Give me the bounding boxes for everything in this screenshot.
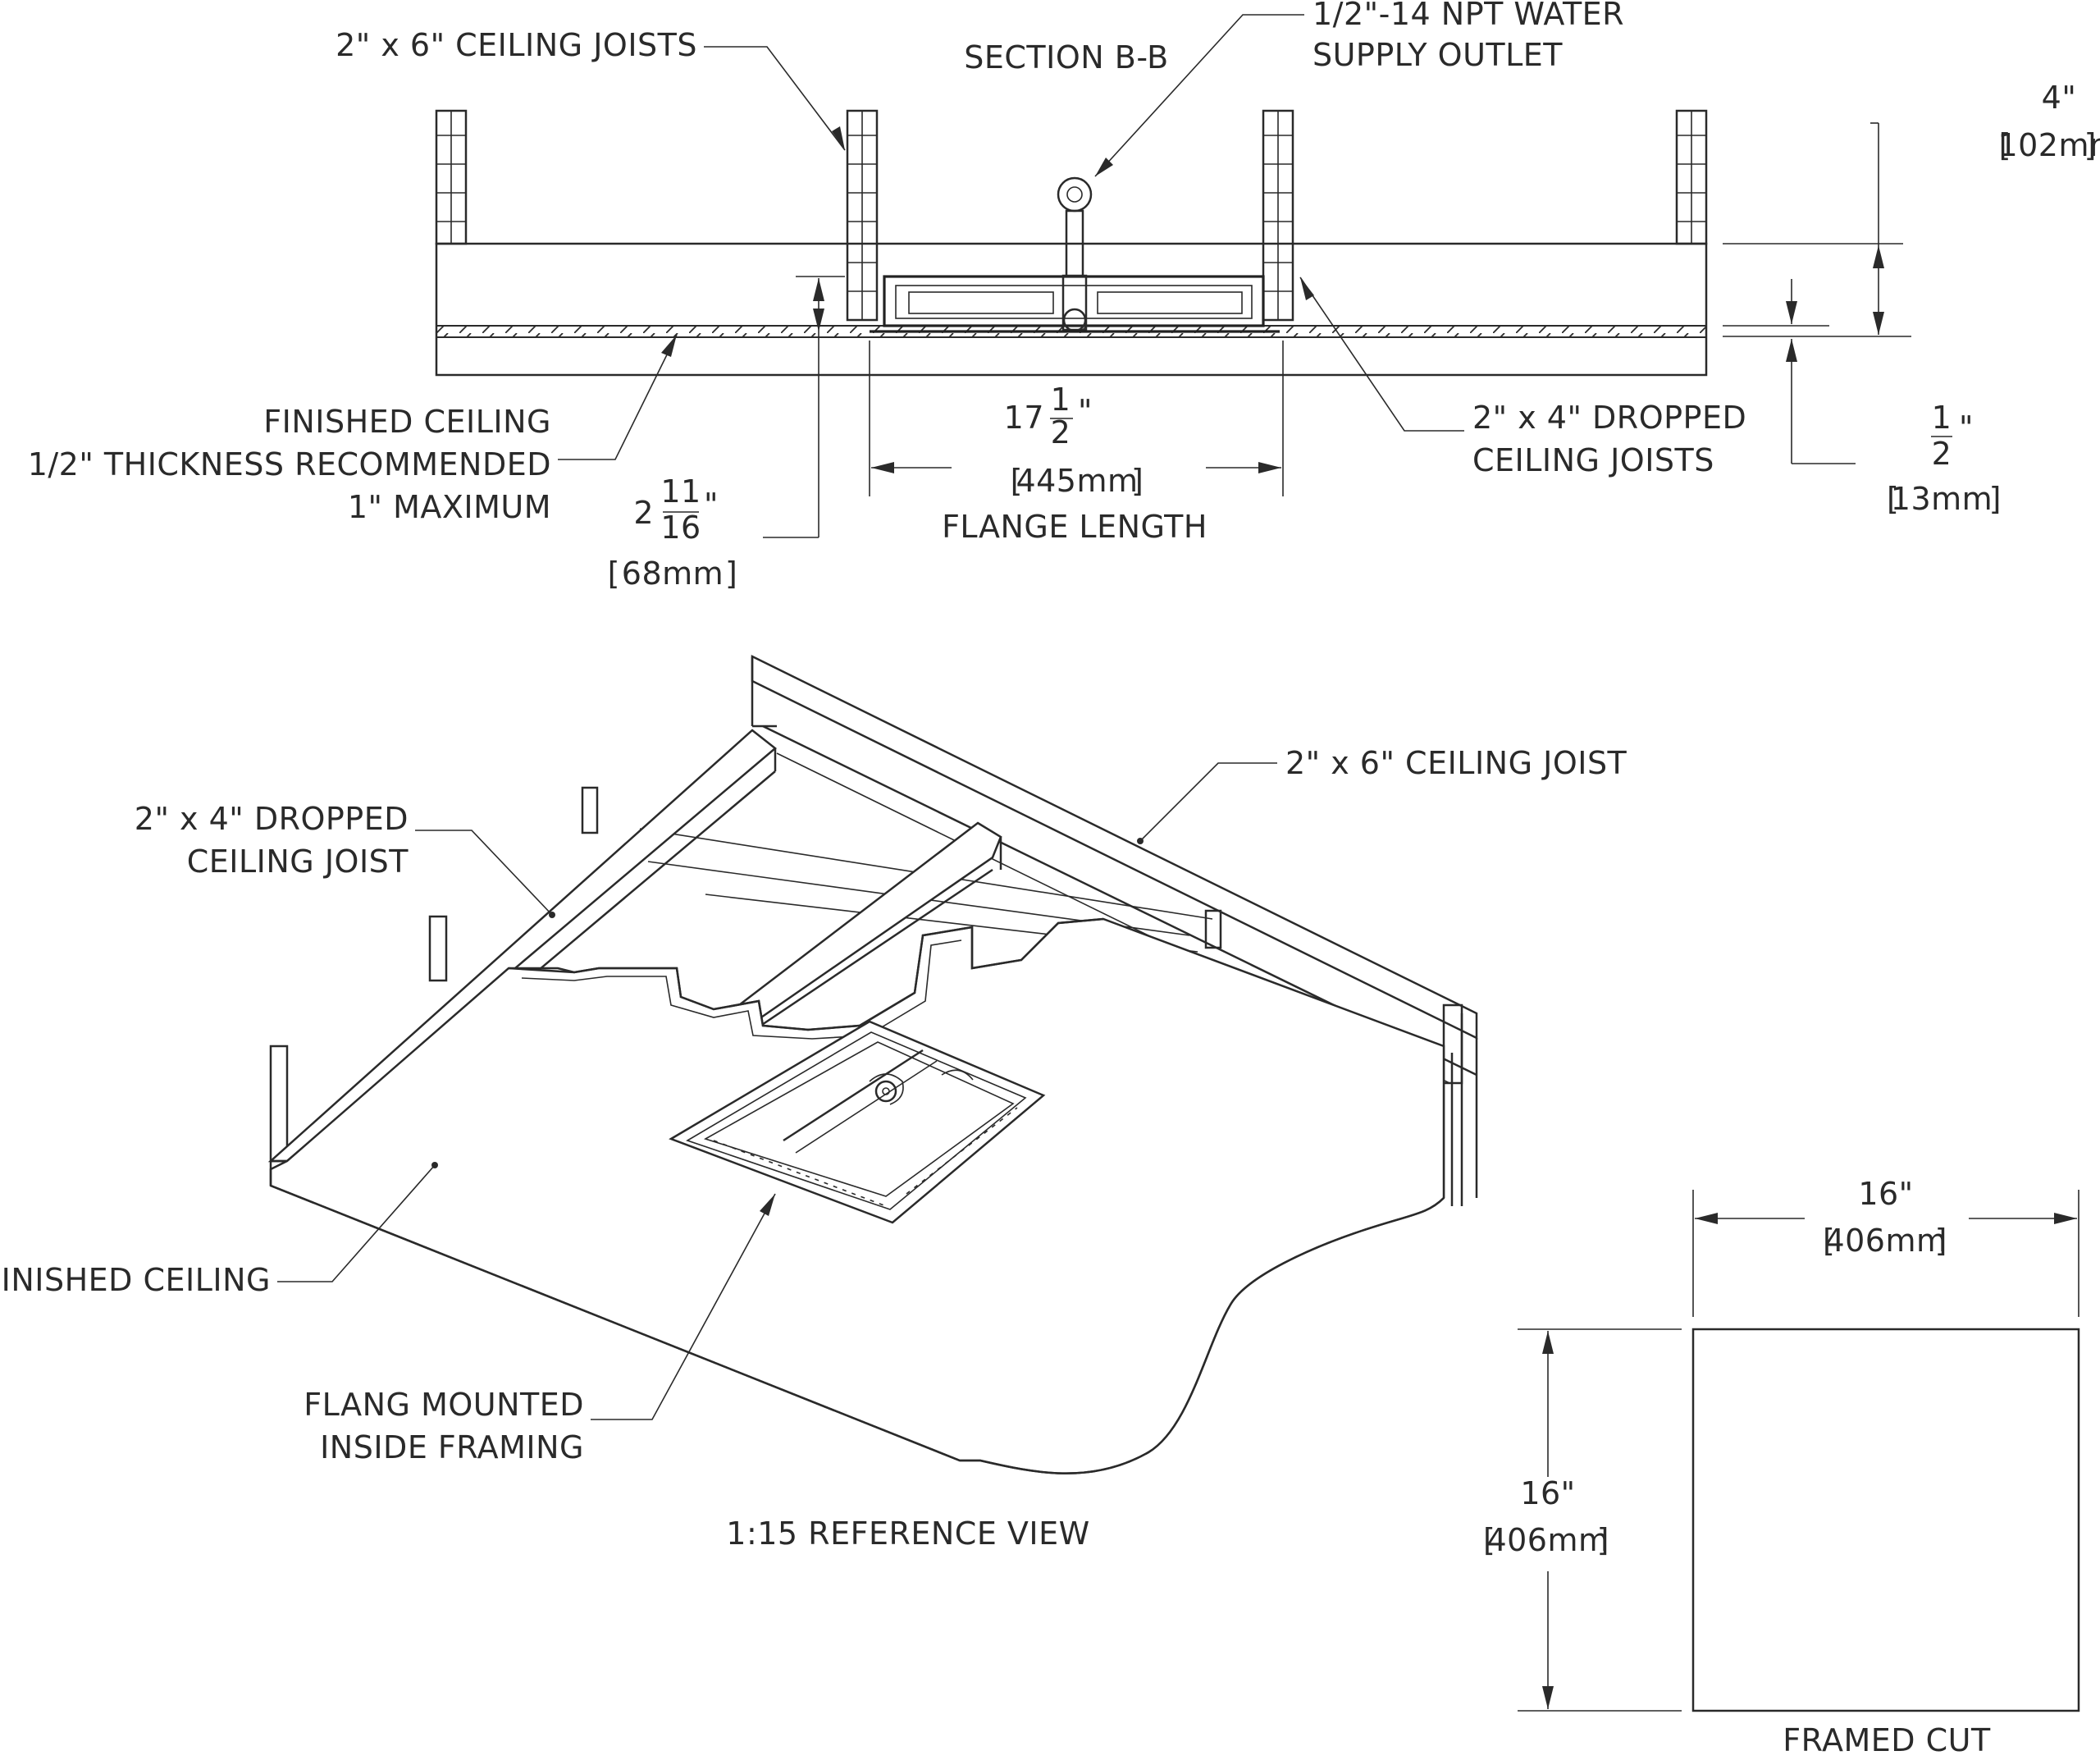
top-dim-in: 4" (2042, 80, 2077, 116)
callout-ceiling-joists: 2" x 6" CEILING JOISTS (336, 27, 697, 63)
flange-dim-unit: " (1078, 393, 1093, 429)
callout-finished-line2: 1/2" THICKNESS RECOMMENDED (28, 446, 551, 482)
callout-dropped-line1: 2" x 4" DROPPED (1472, 400, 1746, 436)
half-dim-den: 2 (1932, 436, 1952, 472)
flange-dim-den: 2 (1051, 414, 1071, 450)
svg-text:]: ] (1131, 463, 1144, 499)
section-outline (435, 242, 1708, 377)
svg-text:[: [ (1483, 1522, 1495, 1558)
svg-text:]: ] (1935, 1223, 1947, 1259)
framed-cut-title: FRAMED CUT (1783, 1722, 1991, 1756)
ceiling-joist-left (435, 109, 468, 245)
callout-npt-line1: 1/2"-14 NPT WATER (1312, 0, 1624, 32)
svg-text:]: ] (1989, 481, 2002, 517)
ref-callout-flange-line2: INSIDE FRAMING (320, 1429, 584, 1465)
framed-width-mm: 406mm (1824, 1223, 1947, 1259)
callout-finished-line3: 1" MAXIMUM (348, 489, 551, 525)
framed-height-in: 16" (1520, 1475, 1575, 1511)
ref-callout-dropped-line2: CEILING JOIST (187, 843, 409, 880)
height-dim-whole: 2 (633, 495, 654, 531)
half-dim-unit: " (1959, 409, 1974, 446)
framed-height-mm: 406mm (1486, 1522, 1609, 1558)
svg-text:[: [ (1823, 1223, 1835, 1259)
ref-flange-unit (669, 1020, 1046, 1224)
flange-assembly (870, 274, 1280, 338)
flange-dim-whole: 17 (1004, 400, 1044, 436)
section-view: 17 1 2 " [ 445mm ] FLANGE LENGTH 2 11 16… (28, 0, 2100, 592)
callout-finished-line1: FINISHED CEILING (263, 404, 551, 440)
reference-view: 2" x 6" CEILING JOIST 2" x 4" DROPPED CE… (0, 654, 1628, 1552)
flange-length-label: FLANGE LENGTH (942, 509, 1208, 545)
height-dim-mm: 68mm (622, 555, 724, 592)
section-title: SECTION B-B (964, 39, 1169, 75)
ref-callout-dropped-line1: 2" x 4" DROPPED (135, 801, 409, 837)
framed-cut-view: 16" [ 406mm ] 16" [ 406mm ] FRAMED CUT (1483, 1176, 2080, 1758)
svg-text:[: [ (1999, 127, 2011, 163)
svg-text:[: [ (1887, 481, 1899, 517)
framed-cut-square (1691, 1328, 2080, 1712)
ceiling-joist-inner-right (1262, 109, 1294, 322)
ref-callout-finished: FINISHED CEILING (0, 1262, 271, 1298)
water-supply-outlet (1057, 176, 1093, 278)
ceiling-joist-inner-left (846, 109, 879, 322)
height-dim-unit: " (704, 487, 719, 523)
ref-callout-joist: 2" x 6" CEILING JOIST (1285, 745, 1628, 781)
callout-dropped-line2: CEILING JOISTS (1472, 442, 1714, 478)
ref-callout-flange-line1: FLANG MOUNTED (304, 1387, 584, 1423)
svg-text:[: [ (1011, 463, 1023, 499)
top-dim-mm: 102mm (1997, 127, 2100, 163)
svg-text:]: ] (2084, 127, 2097, 163)
svg-text:[: [ (608, 555, 620, 592)
svg-text:]: ] (1597, 1522, 1609, 1558)
framed-width-in: 16" (1858, 1176, 1913, 1212)
svg-text:]: ] (725, 555, 737, 592)
half-dim-mm: 13mm (1891, 481, 1993, 517)
reference-title: 1:15 REFERENCE VIEW (726, 1515, 1089, 1552)
height-dim-den: 16 (660, 510, 701, 546)
flange-dim-mm: 445mm (1016, 463, 1138, 499)
flange-dim-num: 1 (1051, 382, 1071, 418)
height-dim-num: 11 (660, 473, 701, 510)
callout-npt-line2: SUPPLY OUTLET (1312, 37, 1563, 73)
ceiling-joist-right (1675, 109, 1708, 245)
half-dim-num: 1 (1932, 400, 1952, 436)
